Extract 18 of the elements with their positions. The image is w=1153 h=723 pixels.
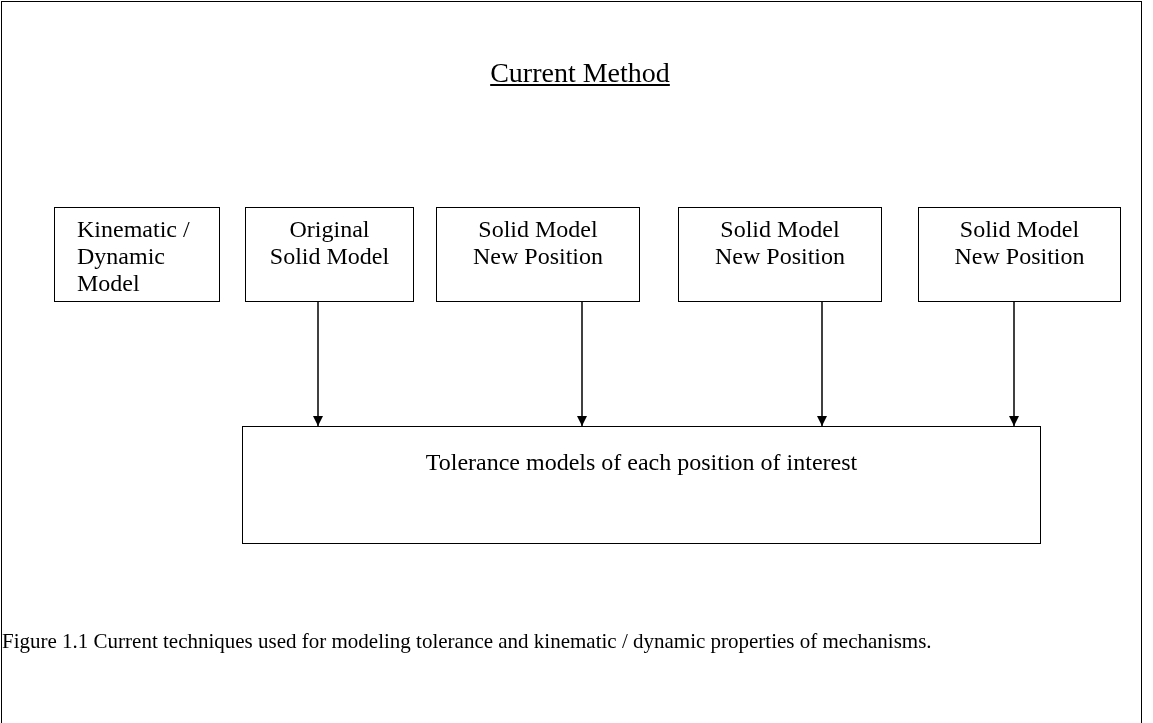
process-box [436,207,640,302]
process-box [54,207,220,302]
arrow [577,301,587,427]
box-label: Solid Model New Position [472,216,604,270]
diagram-title: Current Method [489,57,671,89]
box-label: Original Solid Model [268,216,391,270]
process-box [918,207,1121,302]
arrow [817,301,827,427]
arrow [313,301,323,427]
box-label: Kinematic / Dynamic Model [77,216,191,297]
box-label: Solid Model New Position [714,216,846,270]
box-label: Tolerance models of each position of interest [424,449,859,476]
box-label: Solid Model New Position [953,216,1086,270]
process-box [245,207,414,302]
process-box [242,426,1041,544]
figure-caption: Figure 1.1 Current techniques used for modeling tolerance and kinematic / dynamic properties of mechanisms. [1,628,933,655]
process-box [678,207,882,302]
arrow [1009,301,1019,427]
